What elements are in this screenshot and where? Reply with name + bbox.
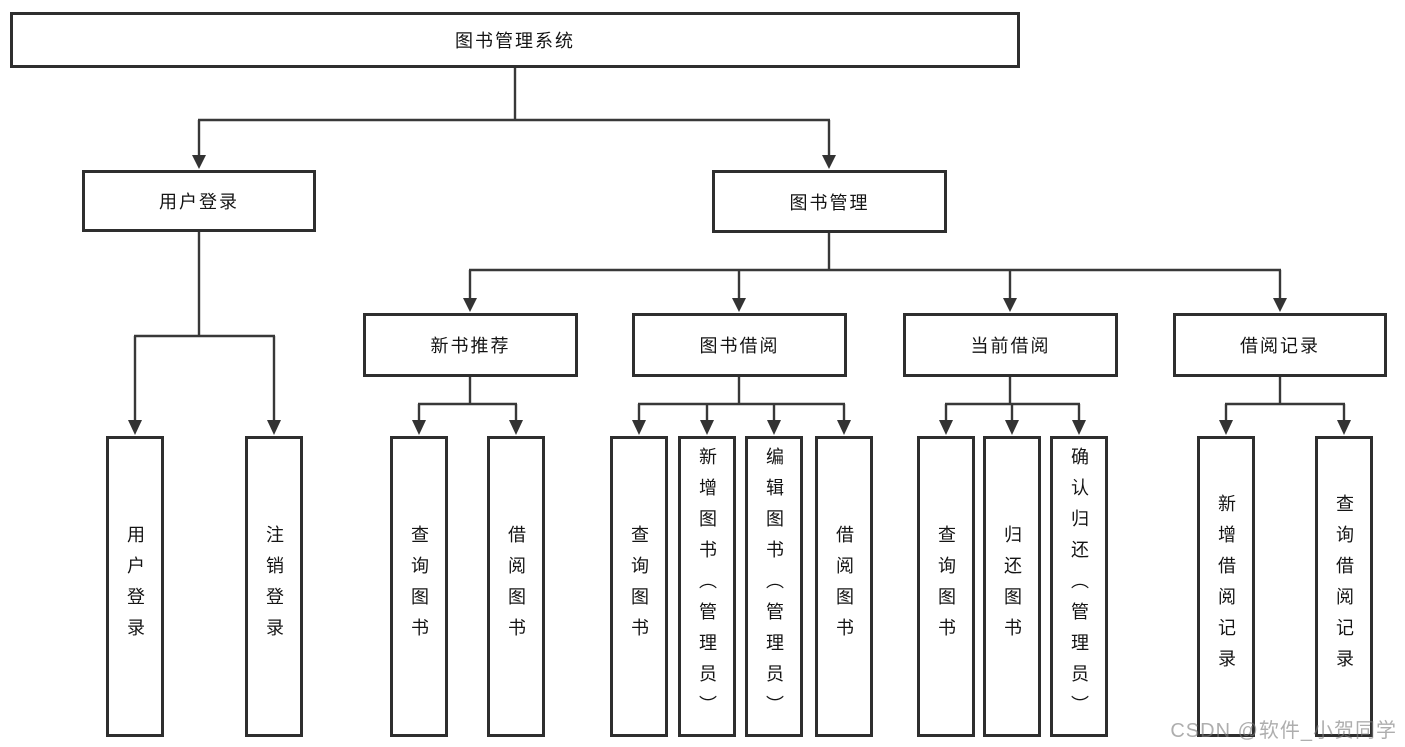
connector-root-to-level2 bbox=[192, 68, 836, 169]
node-label: 借阅记录 bbox=[1240, 336, 1320, 356]
node-book-management: 图书管理 bbox=[712, 170, 947, 233]
node-label: 借阅图书 bbox=[834, 524, 854, 649]
leaf-borrow-books: 借阅图书 bbox=[815, 436, 873, 737]
node-borrow-records: 借阅记录 bbox=[1173, 313, 1387, 377]
node-label: 新增借阅记录 bbox=[1216, 493, 1236, 680]
node-label: 查询图书 bbox=[936, 524, 956, 649]
connector-user-login-branch bbox=[128, 232, 281, 435]
leaf-query-borrow-record: 查询借阅记录 bbox=[1315, 436, 1373, 737]
node-label: 归还图书 bbox=[1002, 524, 1022, 649]
node-book-borrow: 图书借阅 bbox=[632, 313, 847, 377]
leaf-edit-books-admin: 编辑图书（管理员） bbox=[745, 436, 803, 737]
connector-book-management-branch bbox=[463, 233, 1287, 312]
leaf-query-books-current: 查询图书 bbox=[917, 436, 975, 737]
node-user-login: 用户登录 bbox=[82, 170, 316, 232]
node-label: 查询借阅记录 bbox=[1334, 493, 1354, 680]
csdn-watermark: CSDN @软件_小贺同学 bbox=[1170, 720, 1397, 742]
connector-borrow-records-branch bbox=[1219, 377, 1351, 435]
node-label: 新书推荐 bbox=[430, 336, 511, 356]
node-label: 图书借阅 bbox=[699, 336, 780, 356]
connector-current-borrow-branch bbox=[939, 377, 1086, 435]
leaf-return-books: 归还图书 bbox=[983, 436, 1041, 737]
leaf-query-books-borrow: 查询图书 bbox=[610, 436, 668, 737]
node-current-borrow: 当前借阅 bbox=[903, 313, 1118, 377]
leaf-query-books-recommend: 查询图书 bbox=[390, 436, 448, 737]
node-label: 当前借阅 bbox=[970, 336, 1051, 356]
leaf-add-books-admin: 新增图书（管理员） bbox=[678, 436, 736, 737]
node-label: 新增图书（管理员） bbox=[697, 447, 717, 726]
node-label: 图书管理 bbox=[789, 192, 870, 213]
leaf-confirm-return-admin: 确认归还（管理员） bbox=[1050, 436, 1108, 737]
node-label: 用户登录 bbox=[125, 524, 145, 649]
leaf-user-login: 用户登录 bbox=[106, 436, 164, 737]
leaf-add-borrow-record: 新增借阅记录 bbox=[1197, 436, 1255, 737]
leaf-logout: 注销登录 bbox=[245, 436, 303, 737]
node-label: 查询图书 bbox=[409, 524, 429, 649]
node-new-book-recommend: 新书推荐 bbox=[363, 313, 578, 377]
node-label: 图书管理系统 bbox=[455, 31, 575, 51]
leaf-borrow-books-recommend: 借阅图书 bbox=[487, 436, 545, 737]
node-label: 注销登录 bbox=[264, 524, 284, 649]
node-label: 确认归还（管理员） bbox=[1069, 447, 1089, 726]
connector-book-borrow-branch bbox=[632, 377, 851, 435]
node-label: 编辑图书（管理员） bbox=[764, 447, 784, 726]
connector-new-book-branch bbox=[412, 377, 523, 435]
node-library-management-system: 图书管理系统 bbox=[10, 12, 1020, 68]
node-label: 查询图书 bbox=[629, 524, 649, 649]
node-label: 用户登录 bbox=[159, 192, 239, 212]
node-label: 借阅图书 bbox=[506, 524, 526, 649]
